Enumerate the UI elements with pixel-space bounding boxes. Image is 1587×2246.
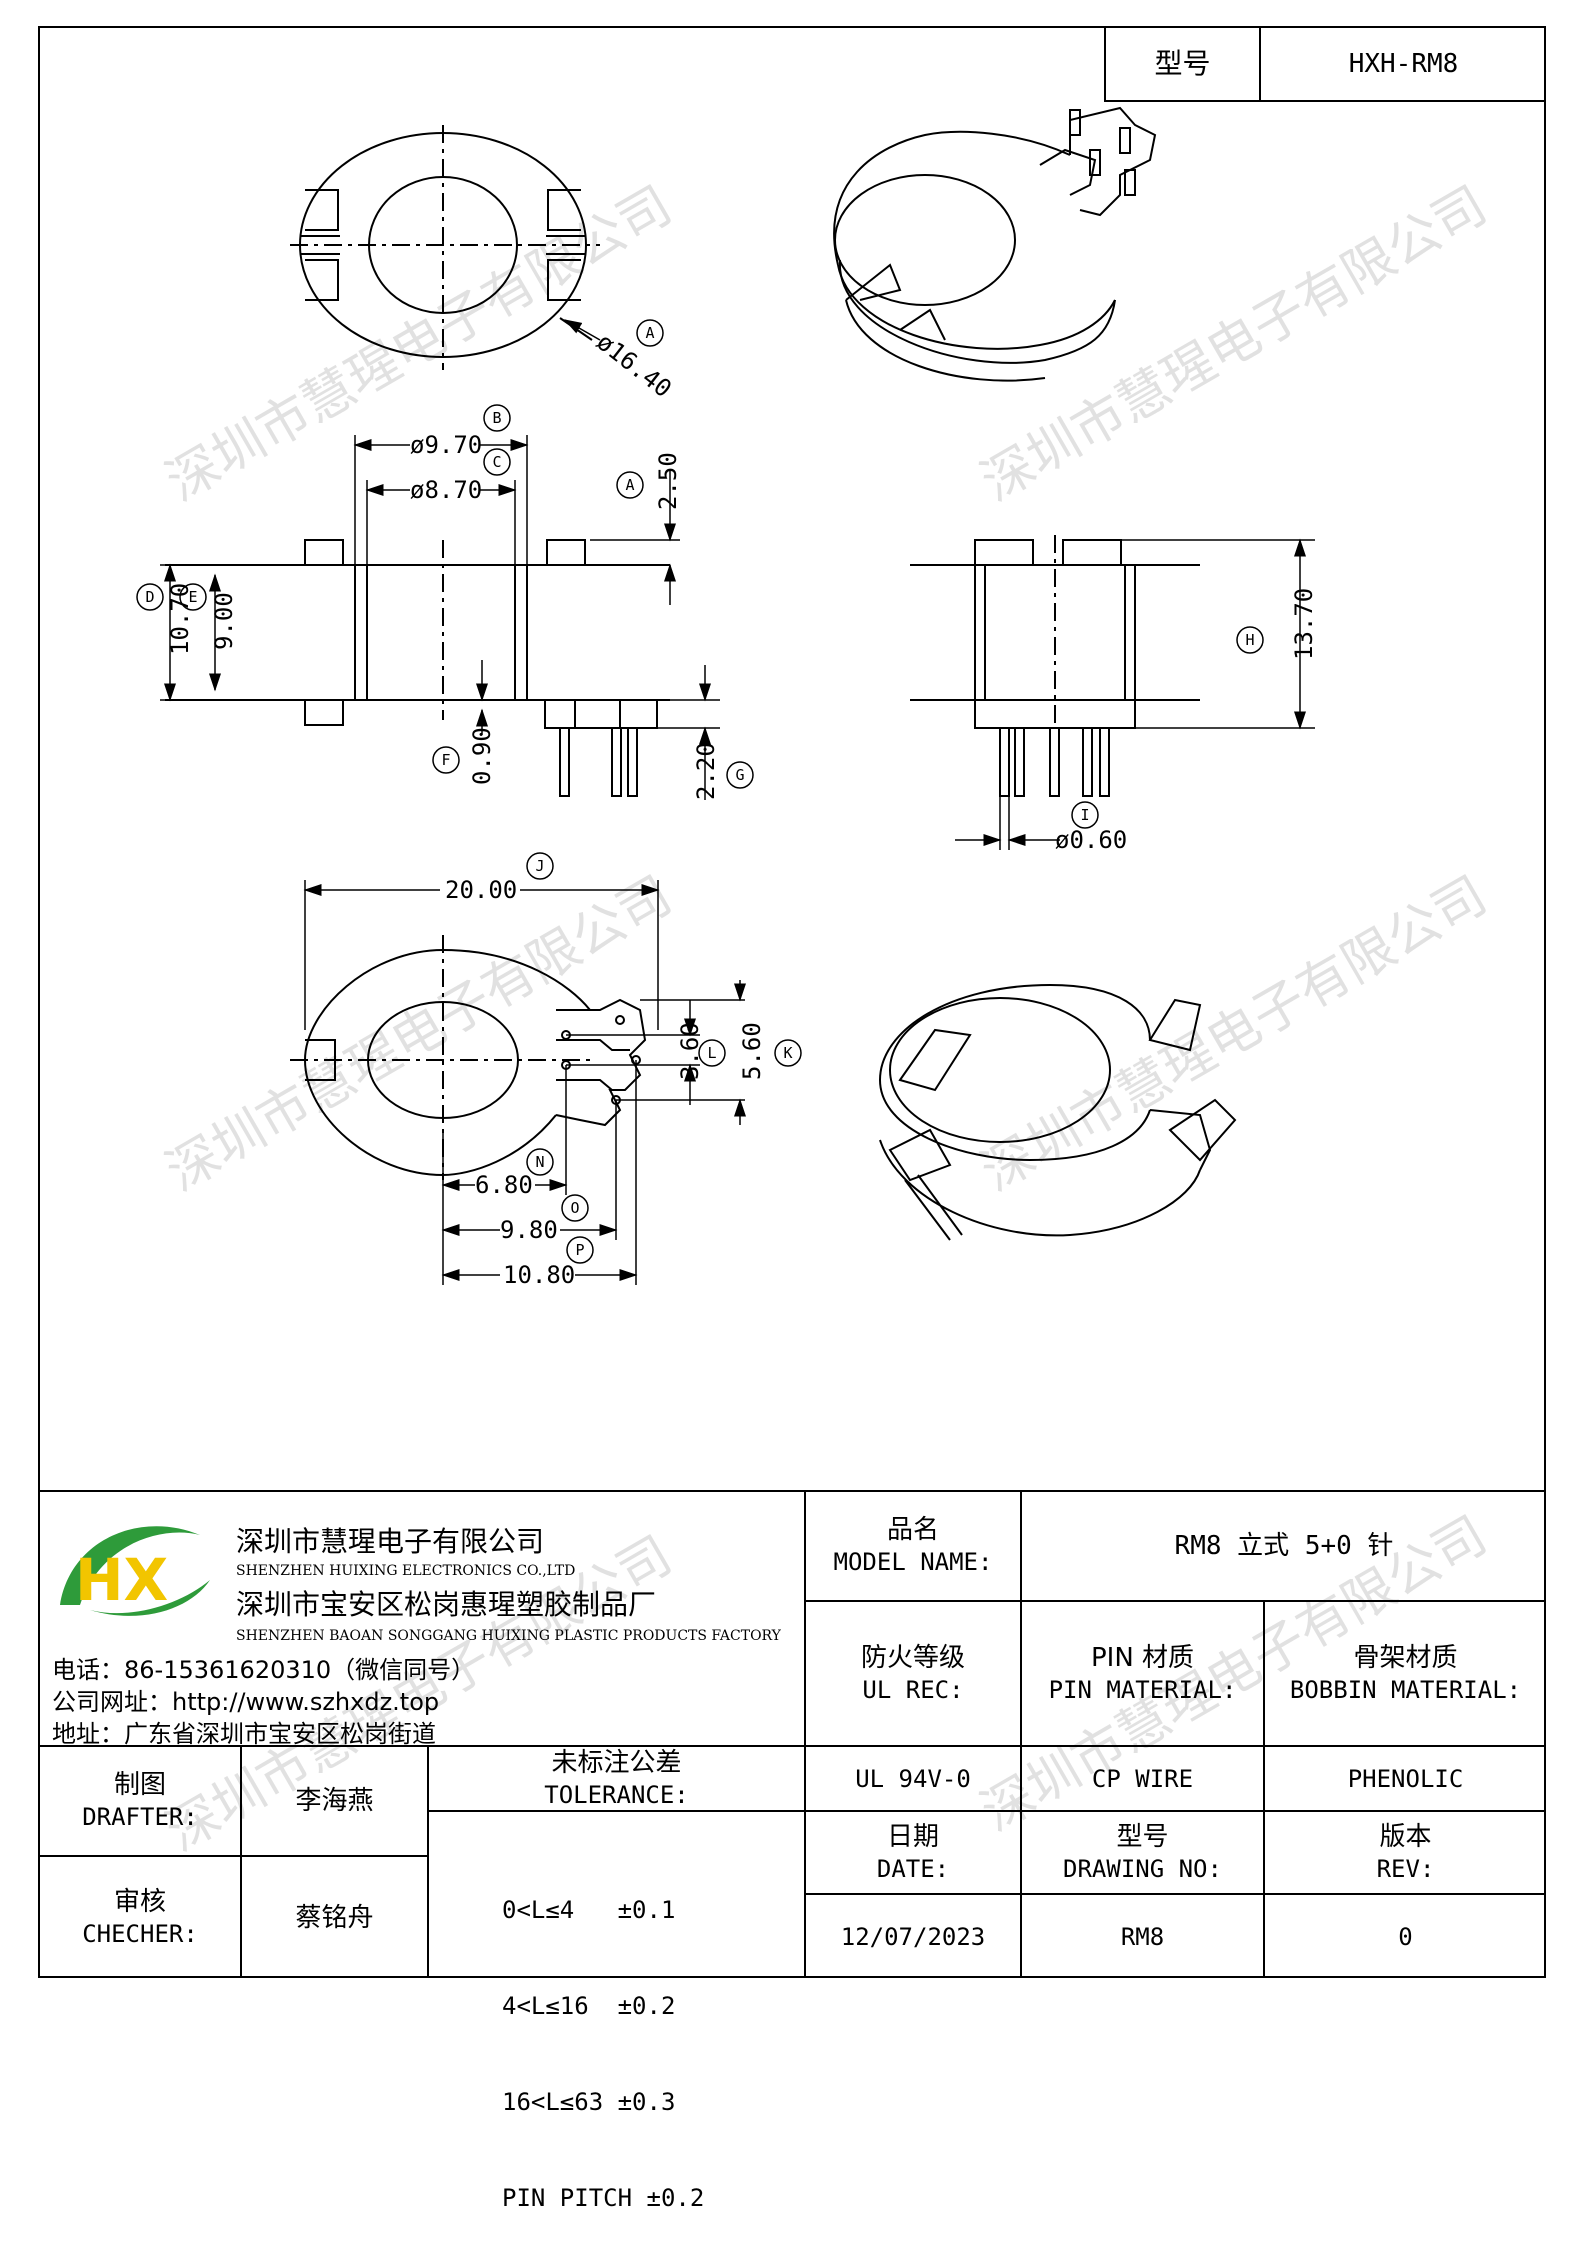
dim-j: 20.00 (445, 876, 517, 904)
technical-drawing: A B C A D E F G H I J K L N O P ø16.40 ø… (136, 106, 1318, 1289)
dim-c: ø8.70 (410, 476, 482, 504)
marker-A-top: A (645, 324, 654, 342)
tolerance-row: PIN PITCH ±0.2 (502, 2184, 705, 2212)
drawing-frame (38, 26, 1546, 1978)
marker-K: K (783, 1044, 792, 1062)
dim-i: ø0.60 (1055, 826, 1127, 854)
date-value: 12/07/2023 (840, 1922, 986, 1951)
marker-L: L (707, 1044, 716, 1062)
company-website[interactable]: 公司网址：http://www.szhxdz.top (52, 1688, 440, 1716)
dim-k: 5.60 (738, 1022, 766, 1080)
ul-rec-value: UL 94V-0 (855, 1764, 971, 1793)
tolerance-list: 0<L≤4 ±0.1 4<L≤16 ±0.2 16<L≤63 ±0.3 PIN … (502, 1830, 704, 2246)
side-view (910, 535, 1200, 797)
marker-P: P (575, 1241, 584, 1259)
checker-name: 蔡铭舟 (295, 1902, 374, 1933)
dim-a-side: 2.50 (654, 452, 682, 510)
dim-h: 13.70 (1290, 588, 1318, 660)
svg-text:HX: HX (75, 1546, 168, 1614)
company-name-en: SHENZHEN HUIXING ELECTRONICS CO.,LTD (236, 1563, 576, 1579)
marker-B: B (492, 409, 501, 427)
dim-l: 3.60 (676, 1022, 704, 1080)
dim-f: 0.90 (468, 727, 496, 785)
company-logo-icon: HX (60, 1526, 210, 1616)
header-model-value: HXH-RM8 (1348, 49, 1459, 79)
marker-F: F (441, 751, 450, 769)
marker-H: H (1245, 631, 1254, 649)
marker-E: E (188, 588, 197, 606)
front-view (165, 539, 670, 797)
iso-view-top (833, 106, 1157, 382)
marker-I: I (1080, 806, 1089, 824)
marker-N: N (535, 1153, 544, 1171)
company-phone: 电话：86-15361620310（微信同号） (52, 1656, 476, 1684)
factory-name-cn: 深圳市宝安区松岗惠瑆塑胶制品厂 (236, 1588, 657, 1621)
tolerance-row: 4<L≤16 ±0.2 (502, 1992, 676, 2020)
tolerance-row: 0<L≤4 ±0.1 (502, 1896, 676, 1924)
bobbin-material-value: PHENOLIC (1347, 1764, 1464, 1793)
model-name-value: RM8 立式 5+0 针 (1174, 1531, 1394, 1561)
dim-a-top: ø16.40 (591, 328, 677, 403)
company-address: 地址：广东省深圳市宝安区松岗街道 (52, 1720, 436, 1748)
dim-e: 9.00 (210, 592, 238, 650)
marker-circles (136, 319, 1264, 1264)
iso-view-bottom (879, 983, 1237, 1241)
dim-p: 10.80 (503, 1261, 575, 1289)
drawing-no-value: RM8 (1120, 1922, 1165, 1951)
marker-G: G (735, 766, 744, 784)
marker-D: D (145, 588, 154, 606)
pin-material-value: CP WIRE (1091, 1764, 1194, 1793)
header-model-box (1104, 26, 1546, 102)
company-name-cn: 深圳市慧瑆电子有限公司 (236, 1525, 545, 1558)
dim-b: ø9.70 (410, 431, 482, 459)
rev-value: 0 (1398, 1922, 1413, 1951)
drafter-name: 李海燕 (295, 1786, 374, 1816)
dim-d: 10.70 (166, 583, 194, 655)
bottom-view (290, 935, 647, 1180)
dim-o: 9.80 (500, 1216, 558, 1244)
marker-A-side: A (625, 476, 634, 494)
dim-g: 2.20 (692, 742, 720, 800)
header-model-label: 型号 (1154, 47, 1211, 80)
dimension-lines (160, 319, 1315, 1285)
marker-C: C (492, 453, 501, 471)
marker-O: O (570, 1199, 579, 1217)
dim-n: 6.80 (475, 1171, 533, 1199)
top-view (290, 125, 600, 370)
marker-J: J (535, 857, 544, 875)
tolerance-row: 16<L≤63 ±0.3 (502, 2088, 676, 2116)
factory-name-en: SHENZHEN BAOAN SONGGANG HUIXING PLASTIC … (236, 1628, 781, 1644)
